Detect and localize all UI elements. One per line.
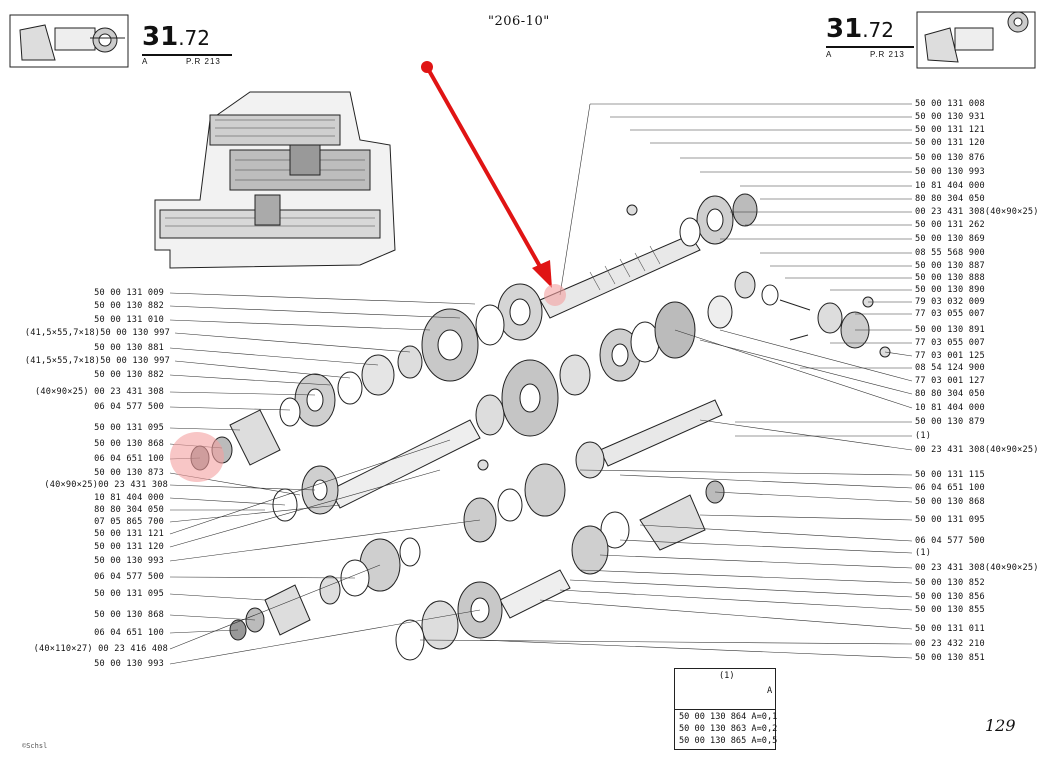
page-number-major-right: 31 — [826, 14, 863, 44]
lower-right-shaft — [463, 399, 725, 575]
dimension-label: A — [767, 686, 773, 696]
part-number: 00 23 431 308(40×90×25) — [915, 563, 1039, 573]
part-number: 00 23 432 210 — [915, 639, 985, 649]
shim-note-table: (1) A 50 00 130 864 A=0,1 50 00 130 863 … — [674, 668, 778, 750]
part-number: 06 04 577 500 — [94, 402, 164, 412]
part-number: 50 00 131 010 — [94, 315, 164, 325]
part-number: 50 00 131 262 — [915, 220, 985, 230]
part-number: 79 03 032 009 — [915, 297, 985, 307]
part-number: 77 03 055 007 — [915, 309, 985, 319]
part-number: 10 81 404 000 — [915, 403, 985, 413]
part-number: 50 00 130 855 — [915, 605, 985, 615]
code-right: A — [826, 50, 833, 59]
part-number: 50 00 130 869 — [915, 234, 985, 244]
gearbox-section-drawing — [154, 91, 396, 269]
part-number: 50 00 131 121 — [915, 125, 985, 135]
part-number: (40×90×25) 00 23 431 308 — [35, 387, 164, 397]
highlight-left-nut — [170, 432, 224, 482]
part-number: (41,5×55,7×18)50 00 130 997 — [24, 328, 170, 338]
note-ref: (1) — [719, 671, 735, 681]
page-number-left: 31.72 — [142, 22, 210, 52]
handwritten-page-number: 129 — [985, 716, 1016, 735]
part-number: 50 00 130 882 — [94, 301, 164, 311]
part-number: 50 00 130 993 — [94, 556, 164, 566]
part-number: 00 23 431 308(40×90×25) — [915, 445, 1039, 455]
part-number: 50 00 130 868 — [915, 497, 985, 507]
part-number: 50 00 130 873 — [94, 468, 164, 478]
part-number: 50 00 131 095 — [94, 589, 164, 599]
part-number: 50 00 130 891 — [915, 325, 985, 335]
part-number: 80 80 304 050 — [915, 194, 985, 204]
part-number: 80 80 304 050 — [94, 505, 164, 515]
code-left: A — [142, 57, 149, 66]
part-number: 10 81 404 000 — [915, 181, 985, 191]
part-number: 10 81 404 000 — [94, 493, 164, 503]
part-number: 50 00 131 120 — [94, 542, 164, 552]
part-number: 06 04 651 100 — [94, 454, 164, 464]
part-number-note-ref: (1) — [915, 548, 932, 558]
part-number: 50 00 130 868 — [94, 439, 164, 449]
part-number: 06 04 577 500 — [94, 572, 164, 582]
leader-lines-left — [169, 292, 481, 665]
part-number: 50 00 130 851 — [915, 653, 985, 663]
pr-code-left: P.R 213 — [186, 57, 221, 66]
catalog-title: "206-10" — [488, 14, 550, 29]
part-number: 50 00 130 993 — [94, 659, 164, 669]
part-number: 06 04 651 100 — [915, 483, 985, 493]
part-number: 50 00 131 011 — [915, 624, 985, 634]
pr-code-right: P.R 213 — [870, 50, 905, 59]
part-number: 50 00 131 121 — [94, 529, 164, 539]
part-number-note-ref: (1) — [915, 431, 932, 441]
part-number: 50 00 130 868 — [94, 610, 164, 620]
page-number-major: 31 — [142, 22, 179, 52]
part-number: 50 00 130 856 — [915, 592, 985, 602]
part-number: 77 03 001 127 — [915, 376, 985, 386]
thumbnail-right — [916, 11, 1036, 69]
part-number: 50 00 130 882 — [94, 370, 164, 380]
page-number-minor-right: 72 — [868, 18, 894, 42]
part-number: 50 00 131 120 — [915, 138, 985, 148]
part-number: 06 04 651 100 — [94, 628, 164, 638]
part-number: 50 00 131 115 — [915, 470, 985, 480]
part-number: 50 00 130 852 — [915, 578, 985, 588]
part-number: 50 00 131 009 — [94, 288, 164, 298]
part-number: 50 00 130 887 — [915, 261, 985, 271]
part-number: 50 00 130 993 — [915, 167, 985, 177]
part-number: 50 00 130 890 — [915, 285, 985, 295]
table-divider — [675, 709, 775, 710]
part-number: 08 54 124 900 — [915, 363, 985, 373]
leader-lines-right — [419, 103, 913, 659]
table-row: 50 00 130 865 A=0,5 — [679, 736, 778, 746]
small-parts-right — [477, 204, 891, 471]
part-number: 77 03 001 125 — [915, 351, 985, 361]
part-number: 77 03 055 007 — [915, 338, 985, 348]
page-number-right: 31.72 — [826, 14, 894, 44]
corner-stamp: ©Schsl — [22, 742, 48, 750]
part-number: 50 00 130 931 — [915, 112, 985, 122]
part-number: 50 00 130 888 — [915, 273, 985, 283]
part-number: (40×90×25)00 23 431 308 — [44, 480, 168, 490]
rule-right — [826, 46, 914, 48]
part-number: 50 00 130 879 — [915, 417, 985, 427]
part-number: 07 05 865 700 — [94, 517, 164, 527]
part-number: 80 80 304 050 — [915, 389, 985, 399]
highlight-target — [544, 284, 566, 306]
thumbnail-left — [9, 14, 129, 68]
part-number: 06 04 577 500 — [915, 536, 985, 546]
part-number: 50 00 131 095 — [915, 515, 985, 525]
part-number: 08 55 568 900 — [915, 248, 985, 258]
table-row: 50 00 130 864 A=0,1 — [679, 712, 778, 722]
part-number: 50 00 131 095 — [94, 423, 164, 433]
part-number: (40×110×27) 00 23 416 408 — [33, 644, 168, 654]
part-number: 50 00 130 881 — [94, 343, 164, 353]
part-number: 00 23 431 308(40×90×25) — [915, 207, 1039, 217]
rule-left — [142, 54, 232, 56]
part-number: 50 00 131 008 — [915, 99, 985, 109]
red-annotation-arrow — [421, 61, 552, 288]
page-number-minor: 72 — [184, 26, 210, 50]
part-number: 50 00 130 876 — [915, 153, 985, 163]
table-row: 50 00 130 863 A=0,2 — [679, 724, 778, 734]
part-number: (41,5×55,7×18)50 00 130 997 — [24, 356, 170, 366]
